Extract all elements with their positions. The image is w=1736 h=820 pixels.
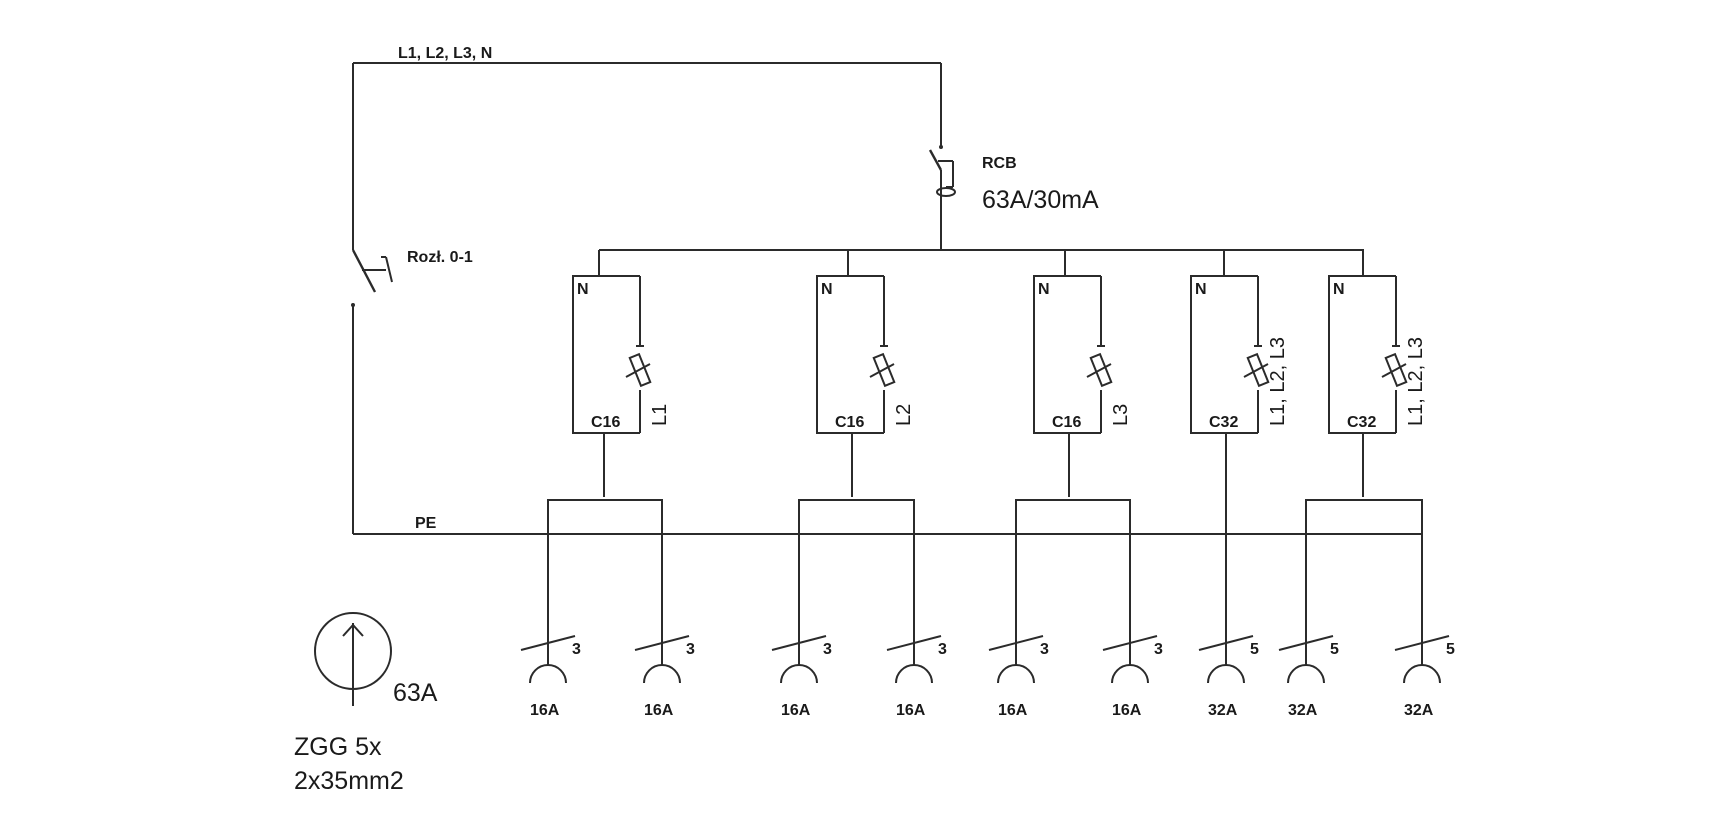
outlet-rating: 32A xyxy=(1208,702,1238,719)
breaker-n-label: N xyxy=(1038,281,1050,298)
outlet-poles: 3 xyxy=(938,641,947,658)
breaker-phase: L1, L2, L3 xyxy=(1405,337,1427,426)
rcb-label: RCB xyxy=(982,155,1017,172)
outlet-rating: 16A xyxy=(781,702,811,719)
distribution-frame-3 xyxy=(1015,499,1131,612)
breaker-n-label: N xyxy=(577,281,589,298)
outlet-rating: 16A xyxy=(896,702,926,719)
socket-outlet-2: 3 16A xyxy=(634,612,695,719)
socket-outlet-5: 3 16A xyxy=(988,612,1049,719)
outlet-group: 3 16A 3 16A 3 16A 3 16A 3 16A 3 16A 5 32A 5 32A 5 32A xyxy=(520,612,1455,719)
breaker-n-label: N xyxy=(1195,281,1207,298)
outlet-poles: 3 xyxy=(572,641,581,658)
outlet-poles: 3 xyxy=(686,641,695,658)
outlet-poles: 5 xyxy=(1446,641,1455,658)
breaker-5: N C32 L1, L2, L3 xyxy=(1328,275,1427,497)
socket-outlet-3: 3 16A xyxy=(771,612,832,719)
distribution-frame-1 xyxy=(547,499,663,612)
socket-outlet-8: 5 32A xyxy=(1278,612,1339,719)
pe-bus: PE xyxy=(353,515,1422,535)
outlet-poles: 5 xyxy=(1250,641,1259,658)
outlet-rating: 32A xyxy=(1404,702,1434,719)
breaker-rating: C16 xyxy=(835,414,864,431)
top-bus-label: L1, L2, L3, N xyxy=(398,45,492,62)
breaker-phase: L3 xyxy=(1110,404,1132,426)
breaker-rating: C32 xyxy=(1347,414,1376,431)
breaker-3: N C16 L3 xyxy=(1033,275,1132,497)
outlet-poles: 5 xyxy=(1330,641,1339,658)
supply-meter: 63A ZGG 5x 2x35mm2 xyxy=(294,612,438,795)
distribution-frame-4 xyxy=(1305,499,1423,612)
outlet-poles: 3 xyxy=(1154,641,1163,658)
breaker-rating: C16 xyxy=(1052,414,1081,431)
outlet-rating: 16A xyxy=(644,702,674,719)
supply-rating: 63A xyxy=(393,679,438,707)
pe-label: PE xyxy=(415,515,437,532)
breaker-phase: L1 xyxy=(649,404,671,426)
breaker-phase: L1, L2, L3 xyxy=(1267,337,1289,426)
socket-outlet-4: 3 16A xyxy=(886,612,947,719)
outlet-rating: 16A xyxy=(1112,702,1142,719)
rcb-device: RCB 63A/30mA xyxy=(928,145,1099,250)
rcb-rating: 63A/30mA xyxy=(982,186,1099,214)
breaker-4: N C32 L1, L2, L3 xyxy=(1190,275,1289,497)
breaker-n-label: N xyxy=(821,281,833,298)
breaker-group: N C16 L1 N C16 L2 N C16 L3 N C32 L1, L2, L3 N C32 L1, … xyxy=(547,275,1427,612)
main-switch-label: Rozł. 0-1 xyxy=(407,249,473,266)
main-switch: Rozł. 0-1 xyxy=(351,249,473,534)
socket-outlet-7: 5 32A xyxy=(1198,612,1259,719)
supply-cable-line1: ZGG 5x xyxy=(294,733,382,761)
breaker-rating: C16 xyxy=(591,414,620,431)
breaker-1: N C16 L1 xyxy=(572,275,671,497)
distribution-frame-2 xyxy=(798,499,915,612)
outlet-poles: 3 xyxy=(823,641,832,658)
outlet-poles: 3 xyxy=(1040,641,1049,658)
outlet-rating: 32A xyxy=(1288,702,1318,719)
breaker-n-label: N xyxy=(1333,281,1345,298)
breaker-rating: C32 xyxy=(1209,414,1238,431)
distribution-bus xyxy=(598,249,1364,276)
supply-cable-line2: 2x35mm2 xyxy=(294,767,404,795)
socket-outlet-1: 3 16A xyxy=(520,612,581,719)
top-bus: L1, L2, L3, N xyxy=(352,45,942,250)
breaker-phase: L2 xyxy=(893,404,915,426)
breaker-2: N C16 L2 xyxy=(816,275,915,497)
outlet-rating: 16A xyxy=(998,702,1028,719)
socket-outlet-9: 5 32A xyxy=(1394,612,1455,719)
socket-outlet-6: 3 16A xyxy=(1102,612,1163,719)
outlet-rating: 16A xyxy=(530,702,560,719)
